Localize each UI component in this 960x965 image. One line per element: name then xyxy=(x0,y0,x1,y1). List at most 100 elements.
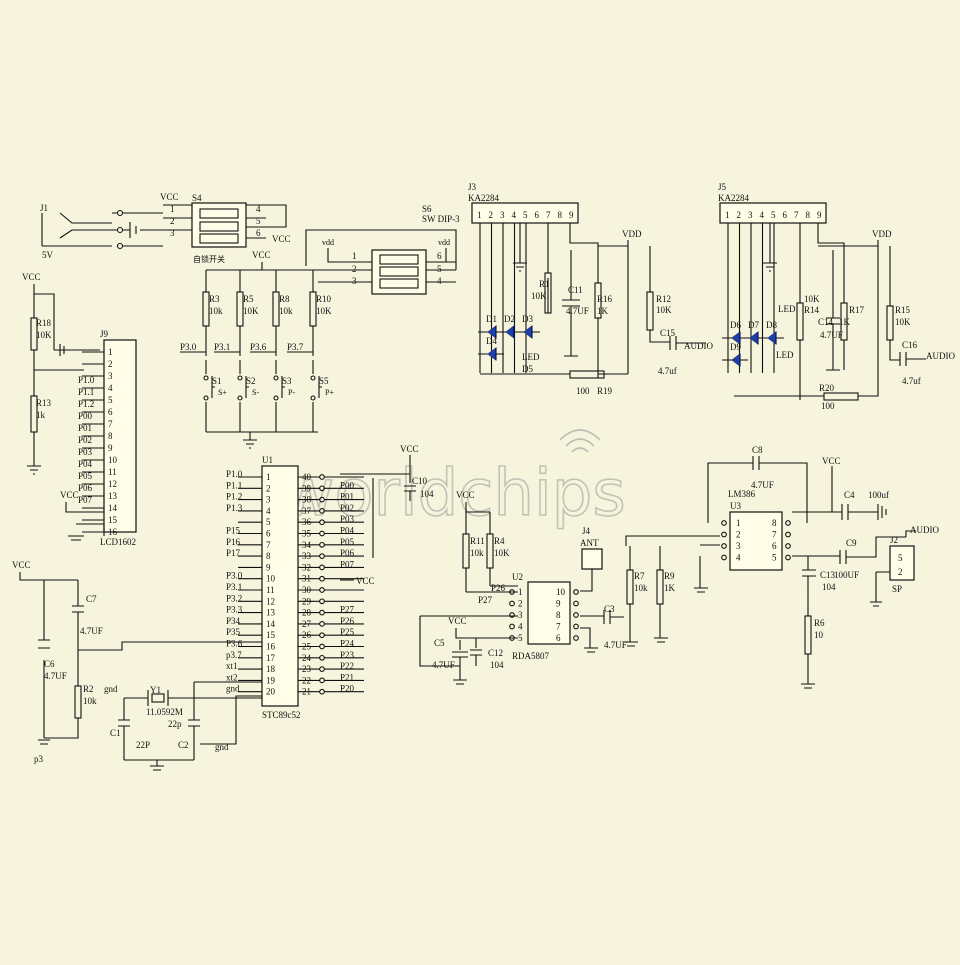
svg-text:C15: C15 xyxy=(660,328,676,338)
svg-text:LED: LED xyxy=(778,304,796,314)
svg-text:C5: C5 xyxy=(434,638,445,648)
svg-text:2: 2 xyxy=(170,216,175,226)
svg-text:10: 10 xyxy=(814,630,824,640)
net-label: P3.7 xyxy=(287,342,304,352)
mcu-net-label: P3.3 xyxy=(226,605,243,615)
lcd-pin-number: 1 xyxy=(108,347,113,357)
lcd-pin-number: 2 xyxy=(108,359,113,369)
svg-text:1K: 1K xyxy=(839,317,851,327)
svg-text:C10: C10 xyxy=(412,476,428,486)
vu-left-audio: AUDIO xyxy=(684,341,713,351)
j2-pin2: 2 xyxy=(898,567,903,577)
mcu-pin-number: 18 xyxy=(266,664,276,674)
svg-text:vdd: vdd xyxy=(322,238,334,247)
svg-text:ANT: ANT xyxy=(580,538,599,548)
mcu-net-label: P02 xyxy=(340,503,354,513)
mcu-net-label: xt2 xyxy=(226,672,238,682)
svg-text:SP: SP xyxy=(892,584,902,594)
lcd-ref: J9 xyxy=(100,329,109,339)
lcd-net-label: P1.0 xyxy=(78,375,95,385)
svg-text:gnd: gnd xyxy=(104,684,118,694)
resistor-R5 xyxy=(236,291,244,327)
header-pin-number: 7 xyxy=(546,210,551,220)
svg-text:4.7UF: 4.7UF xyxy=(751,480,774,490)
svg-text:10k: 10k xyxy=(634,583,648,593)
mcu-net-label: P04 xyxy=(340,526,355,536)
svg-text:R17: R17 xyxy=(849,305,865,315)
mcu-ref: U1 xyxy=(262,455,273,465)
net-label: P3.6 xyxy=(250,342,267,352)
svg-text:100: 100 xyxy=(821,401,835,411)
lcd-pin-number: 8 xyxy=(108,431,113,441)
resistor-R3 xyxy=(202,291,210,327)
header-pin-number: 2 xyxy=(737,210,742,220)
svg-text:10K: 10K xyxy=(36,330,52,340)
svg-text:C11: C11 xyxy=(568,285,583,295)
net-label: P3.1 xyxy=(214,342,230,352)
j5-ref: J5 xyxy=(718,182,727,192)
lcd-pin-number: 9 xyxy=(108,443,113,453)
reset-vcc: VCC xyxy=(12,560,31,570)
s4-caption: 自锁开关 xyxy=(193,254,225,264)
svg-text:2: 2 xyxy=(352,264,357,274)
radio-pin-number: 7 xyxy=(556,622,561,632)
lcd-net-label: P1.1 xyxy=(78,387,94,397)
svg-text:Y1: Y1 xyxy=(150,685,161,695)
radio-pin-number: 1 xyxy=(518,587,523,597)
mcu-net-label: P1.2 xyxy=(226,492,242,502)
power-jack-j1: J1 5V xyxy=(40,203,163,260)
amp-pin-number: 1 xyxy=(736,518,741,528)
svg-text:R7: R7 xyxy=(634,571,645,581)
radio-pin-number: 9 xyxy=(556,599,561,609)
j1-ref: J1 xyxy=(40,203,48,213)
resistor-value: 10K xyxy=(316,306,332,316)
mcu-net-label: P3.1 xyxy=(226,582,242,592)
amp-pin-number: 3 xyxy=(736,541,741,551)
mcu-net-label: P17 xyxy=(226,548,241,558)
svg-text:C3: C3 xyxy=(604,604,615,614)
svg-text:VCC: VCC xyxy=(448,616,467,626)
switch-mark: S- xyxy=(252,388,259,397)
header-pin-number: 4 xyxy=(512,210,517,220)
mcu-net-label: P1.0 xyxy=(226,469,243,479)
mcu-net-label: P1.1 xyxy=(226,480,242,490)
svg-text:R4: R4 xyxy=(494,536,505,546)
s4-vcc-top: VCC xyxy=(160,192,179,202)
svg-text:10k: 10k xyxy=(470,548,484,558)
mcu-net-label: P26 xyxy=(340,616,355,626)
header-pin-number: 9 xyxy=(817,210,822,220)
svg-text:100: 100 xyxy=(576,386,590,396)
mcu-net-label: p3.7 xyxy=(226,650,242,660)
lcd-pin-number: 7 xyxy=(108,419,113,429)
svg-text:100UF: 100UF xyxy=(834,570,859,580)
resistor-value: 10k xyxy=(279,306,293,316)
svg-text:4.7uf: 4.7uf xyxy=(658,366,677,376)
svg-text:C7: C7 xyxy=(86,594,97,604)
radio-pin-number: 3 xyxy=(518,610,523,620)
switch-contact xyxy=(273,395,279,401)
svg-text:LED: LED xyxy=(522,352,540,362)
led-ref: D8 xyxy=(766,320,777,330)
switch-contact xyxy=(203,375,209,381)
svg-text:C16: C16 xyxy=(902,340,918,350)
watermark: worldchips xyxy=(282,457,626,531)
svg-text:C2: C2 xyxy=(178,740,189,750)
key-pullup-network: VCC R310kP3.0S1S+R510KP3.1S2S-R810kP3.6S… xyxy=(180,250,334,449)
j1-value: 5V xyxy=(42,250,54,260)
svg-text:R14: R14 xyxy=(804,305,820,315)
svg-text:R11: R11 xyxy=(470,536,485,546)
lcd-pin-number: 3 xyxy=(108,371,113,381)
header-pin-number: 6 xyxy=(783,210,788,220)
svg-text:R1: R1 xyxy=(539,279,550,289)
svg-text:4.7UF: 4.7UF xyxy=(80,626,103,636)
mcu-pin-number: 13 xyxy=(266,608,276,618)
switch-ref: S3 xyxy=(282,376,292,386)
s6-ref: S6 xyxy=(422,204,432,214)
s6-value: SW DIP-3 xyxy=(422,214,460,224)
mcu-net-label: P3.6 xyxy=(226,639,243,649)
led-ref: D3 xyxy=(522,314,533,324)
header-pin-number: 3 xyxy=(748,210,753,220)
